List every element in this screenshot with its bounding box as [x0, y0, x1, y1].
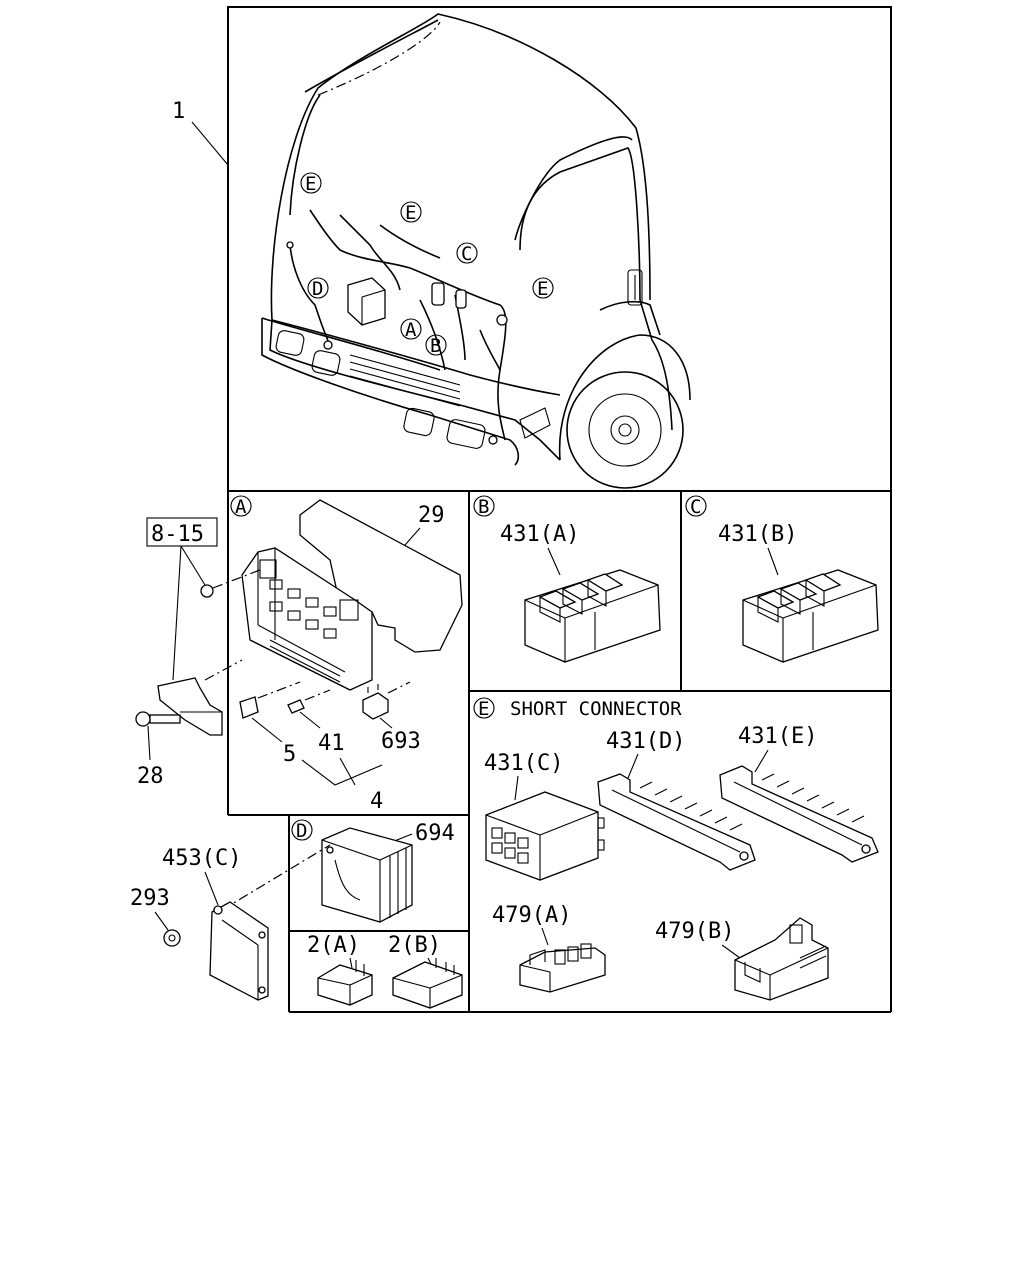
callout-conn-431c: 431(C): [484, 751, 563, 776]
panel-b: B 431(A): [473, 495, 661, 663]
callout-conn-431b: 431(B): [718, 522, 797, 547]
marker-e-2: E: [405, 202, 416, 224]
callout-conn-431d: 431(D): [606, 729, 685, 754]
callout-relay-2b: 2(B): [388, 933, 441, 958]
panel-b-marker: B: [478, 496, 489, 518]
connector-431e-icon: [719, 765, 879, 863]
relay-2a-icon: [317, 960, 373, 1006]
ecu-694-icon: [321, 827, 413, 923]
marker-e-1: E: [305, 173, 316, 195]
panel-d-marker: D: [296, 820, 307, 842]
fuse-mini-icon: [287, 699, 305, 714]
callout-harness: 1: [172, 99, 185, 124]
connector-431b-icon: [742, 569, 879, 663]
callout-ecu: 694: [415, 821, 455, 846]
panel-d: D 694: [291, 819, 455, 923]
callout-conn-431e: 431(E): [738, 724, 817, 749]
callout-nut: 293: [130, 886, 170, 911]
callout-fuse-set: 4: [370, 789, 383, 814]
callout-conn-431a: 431(A): [500, 522, 579, 547]
callout-bracket: 453(C): [162, 846, 241, 871]
bracket-453c-group: 453(C) 293: [130, 844, 331, 1001]
relays-2-group: 2(A) 2(B): [307, 933, 463, 1009]
relay-2b-icon: [392, 958, 463, 1009]
connector-431a-icon: [524, 569, 661, 663]
panel-a-marker: A: [235, 496, 247, 518]
callout-relay-693: 693: [381, 729, 421, 754]
relay-693-icon: [362, 684, 389, 720]
callout-bolt: 28: [137, 764, 164, 789]
connector-431c-icon: [485, 791, 605, 881]
bolt-icon: [135, 711, 181, 727]
panel-c: C 431(B): [685, 495, 879, 663]
callout-cover: 29: [418, 503, 445, 528]
nut-icon: [163, 929, 181, 947]
callout-conn-479a: 479(A): [492, 903, 571, 928]
connector-431d-icon: [597, 773, 756, 871]
callout-fuse-small: 5: [283, 742, 296, 767]
marker-d-top: D: [312, 278, 323, 300]
panel-c-marker: C: [690, 496, 701, 518]
panel-a: A 29 8-15: [135, 495, 463, 814]
panel-e: E SHORT CONNECTOR 431(C) 431(D) 431(E): [473, 697, 879, 1001]
connector-479a-icon: [519, 943, 606, 993]
fuse-small-icon: [239, 696, 259, 719]
connector-479b-icon: [734, 917, 829, 1001]
callout-fuse-mini: 41: [318, 731, 345, 756]
marker-b-top: B: [430, 335, 441, 357]
marker-a-top: A: [405, 319, 417, 341]
callout-1: 1: [172, 99, 229, 166]
callout-relay-2a: 2(A): [307, 933, 360, 958]
detail-markers-top: E E C E D A B: [300, 172, 554, 357]
callout-fastener-ref: 8-15: [151, 522, 204, 547]
panel-e-title: SHORT CONNECTOR: [510, 698, 682, 720]
marker-e-3: E: [537, 278, 548, 300]
marker-c-top: C: [461, 243, 472, 265]
callout-conn-479b: 479(B): [655, 919, 734, 944]
panel-frames: [227, 6, 892, 1013]
panel-e-marker: E: [478, 698, 489, 720]
truck-cab-illustration: [261, 13, 691, 489]
